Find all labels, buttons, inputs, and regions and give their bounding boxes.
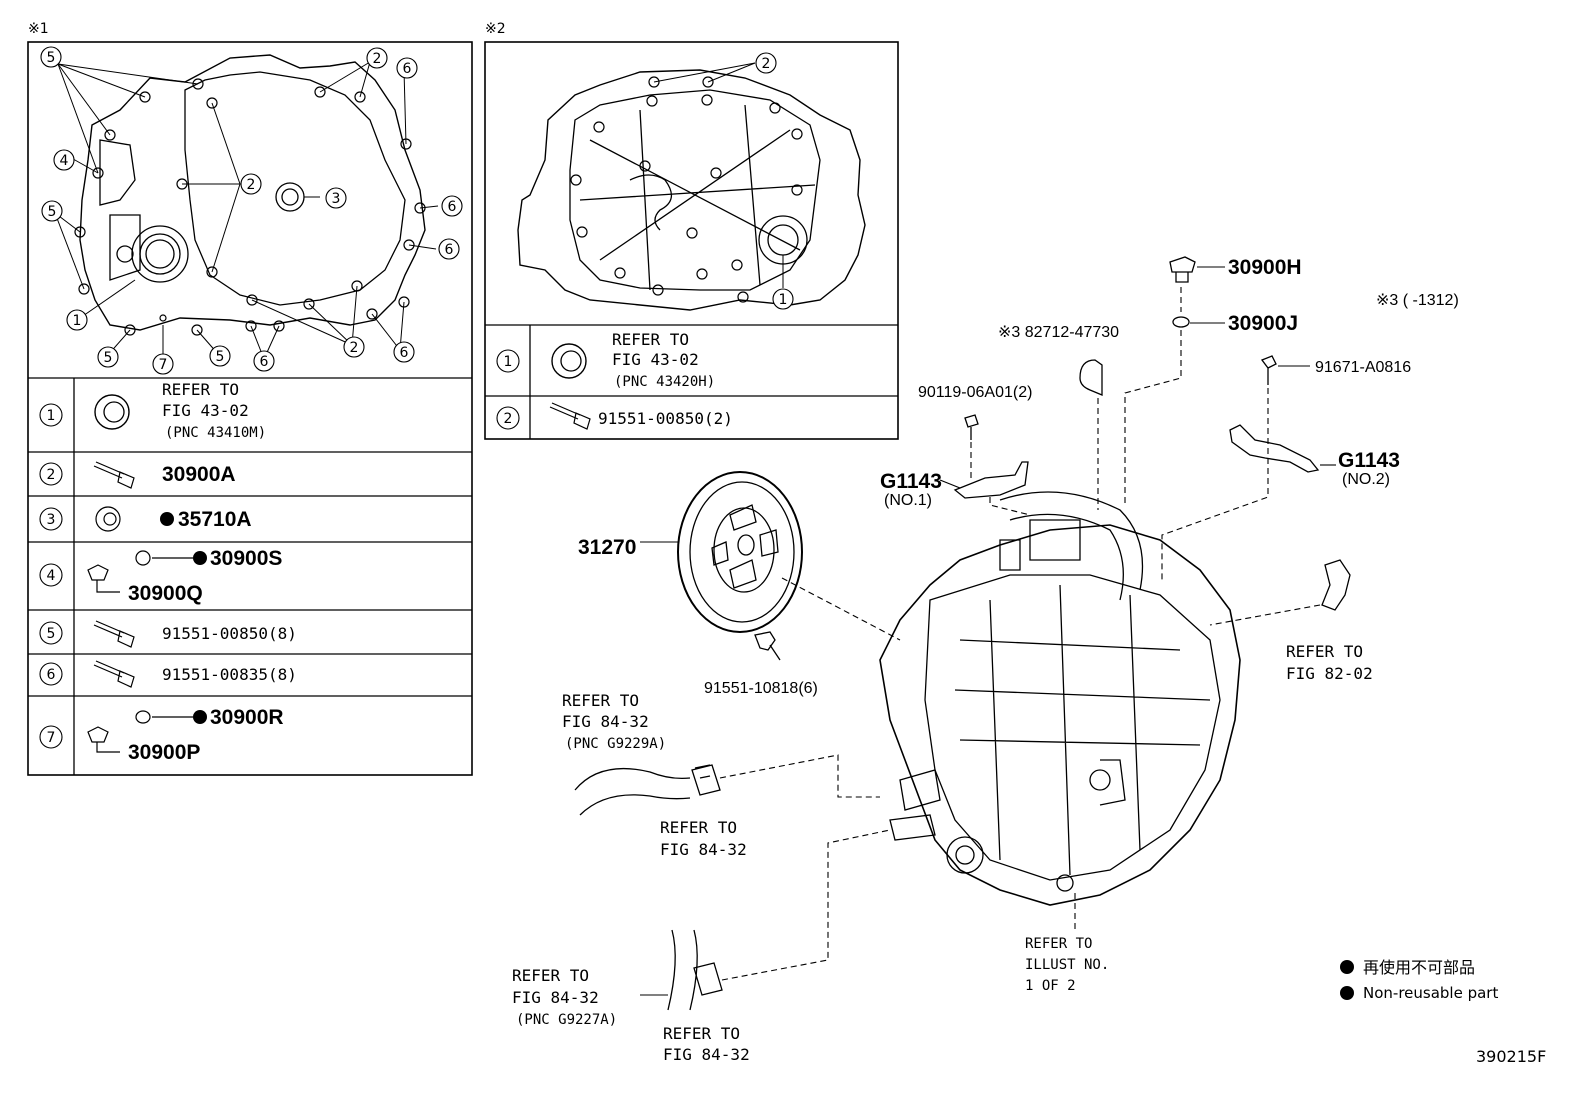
callout-1-14: 6 bbox=[260, 354, 269, 370]
callout-1-8: 5 bbox=[48, 204, 57, 220]
refer-fig-84-32-mid-b: FIG 84-32 bbox=[660, 840, 747, 859]
part-30900A: 30900A bbox=[162, 463, 236, 486]
part-91671-A0816: 91671-A0816 bbox=[1315, 359, 1411, 376]
callout-1-15: 2 bbox=[350, 340, 359, 356]
callout-1-3: 6 bbox=[403, 61, 412, 77]
hose-upper bbox=[574, 764, 721, 816]
refer-illust-a: REFER TO bbox=[1025, 936, 1092, 952]
callout-2-1: 2 bbox=[762, 56, 771, 72]
refer-illust-c: 1 OF 2 bbox=[1025, 978, 1076, 994]
callout-2-2: 1 bbox=[779, 292, 788, 308]
bolt-91551-10818 bbox=[754, 631, 781, 661]
leader-lines bbox=[719, 287, 1321, 981]
table2-row-no: 2 bbox=[504, 411, 513, 427]
marker-1: ※1 bbox=[28, 21, 49, 37]
callout-1-12: 7 bbox=[159, 357, 168, 373]
callout-1-10: 1 bbox=[73, 313, 82, 329]
refer-fig-84-32-bot-b: FIG 84-32 bbox=[512, 988, 599, 1007]
table1-row-no: 6 bbox=[47, 667, 56, 683]
legend-dot bbox=[1340, 986, 1354, 1000]
solid-leaders bbox=[640, 266, 1336, 996]
table2-row-no: 1 bbox=[504, 354, 513, 370]
table1-row-no: 1 bbox=[47, 408, 56, 424]
table1-row-no: 4 bbox=[47, 568, 56, 584]
part-91551-00835: 91551-00835(8) bbox=[162, 665, 297, 684]
case-diagram-1: 5 2 6 4 2 3 6 5 6 1 5 7 5 6 2 6 1 2 3 4 bbox=[27, 41, 473, 776]
callout-1-13: 5 bbox=[216, 349, 225, 365]
legend: 再使用不可部品 Non-reusable part bbox=[1340, 958, 1498, 1002]
table1-row-no: 3 bbox=[47, 512, 56, 528]
refer-fig-82-02-a: REFER TO bbox=[1286, 642, 1363, 661]
part-90119-06A01: 90119-06A01(2) bbox=[918, 384, 1032, 401]
refer-fig-84-32-top-c: (PNC G9229A) bbox=[565, 736, 666, 752]
marker-2: ※2 bbox=[485, 21, 506, 37]
table1-fig: FIG 43-02 bbox=[162, 401, 249, 420]
table1-row-no: 2 bbox=[47, 467, 56, 483]
table1-row-no: 5 bbox=[47, 626, 56, 642]
part-91551-00850: 91551-00850(8) bbox=[162, 624, 297, 643]
case-diagram-2: 2 1 1 2 REFER TO FIG 43-02 (PNC 43420H) … bbox=[484, 41, 899, 440]
table2-pnc: (PNC 43420H) bbox=[614, 374, 715, 390]
refer-fig-84-32-top-a: REFER TO bbox=[562, 691, 639, 710]
table2-refer: REFER TO bbox=[612, 330, 689, 349]
refer-fig-84-32-low-a: REFER TO bbox=[663, 1024, 740, 1043]
refer-illust-b: ILLUST NO. bbox=[1025, 957, 1109, 973]
part-82712-47730: ※3 82712-47730 bbox=[998, 324, 1119, 341]
callout-1-9: 6 bbox=[445, 242, 454, 258]
callout-1-6: 3 bbox=[332, 191, 341, 207]
part-91551-10818: 91551-10818(6) bbox=[704, 680, 818, 697]
part-G1143-no1: G1143 bbox=[880, 470, 942, 493]
part-G1143-no1-sub: (NO.1) bbox=[884, 492, 932, 509]
legend-dot bbox=[1340, 960, 1354, 974]
transaxle-assembly bbox=[879, 491, 1241, 906]
clutch-disc-31270 bbox=[677, 471, 803, 633]
part-91551-00850-2: 91551-00850(2) bbox=[598, 409, 733, 428]
callout-1-7: 6 bbox=[448, 199, 457, 215]
table1-pnc: (PNC 43410M) bbox=[165, 425, 266, 441]
callout-1-4: 4 bbox=[60, 153, 69, 169]
legend-en: Non-reusable part bbox=[1363, 984, 1498, 1002]
legend-jp: 再使用不可部品 bbox=[1363, 958, 1475, 977]
table2-fig: FIG 43-02 bbox=[612, 350, 699, 369]
refer-fig-82-02-b: FIG 82-02 bbox=[1286, 664, 1373, 683]
sensor-part bbox=[1321, 559, 1351, 611]
hose-lower bbox=[667, 929, 723, 1011]
note-3: ※3 ( -1312) bbox=[1376, 292, 1459, 309]
part-31270: 31270 bbox=[578, 536, 636, 559]
part-30900S: 30900S bbox=[210, 547, 282, 570]
refer-fig-84-32-mid-a: REFER TO bbox=[660, 818, 737, 837]
callout-1-5: 2 bbox=[247, 177, 256, 193]
refer-fig-84-32-low-b: FIG 84-32 bbox=[663, 1045, 750, 1064]
part-30900Q: 30900Q bbox=[128, 582, 203, 605]
bolt-91671 bbox=[1260, 355, 1277, 385]
figure-id: 390215F bbox=[1476, 1047, 1546, 1066]
refer-fig-84-32-bot-c: (PNC G9227A) bbox=[516, 1012, 617, 1028]
table1-refer: REFER TO bbox=[162, 380, 239, 399]
clip-82712 bbox=[1079, 359, 1103, 396]
refer-fig-84-32-bot-a: REFER TO bbox=[512, 966, 589, 985]
part-G1143-no2-sub: (NO.2) bbox=[1342, 471, 1390, 488]
part-35710A: 35710A bbox=[178, 508, 252, 531]
bolt-90119 bbox=[964, 414, 979, 440]
refer-fig-84-32-top-b: FIG 84-32 bbox=[562, 712, 649, 731]
callout-1-11: 5 bbox=[104, 350, 113, 366]
part-30900R: 30900R bbox=[210, 706, 284, 729]
bracket-no1 bbox=[953, 461, 1029, 499]
part-30900P: 30900P bbox=[128, 741, 200, 764]
callout-1-2: 2 bbox=[373, 51, 382, 67]
washer-30900J bbox=[1172, 316, 1190, 328]
plug-30900H bbox=[1169, 256, 1196, 283]
part-G1143-no2: G1143 bbox=[1338, 449, 1400, 472]
callout-1-1: 5 bbox=[47, 50, 56, 66]
table1-row-no: 7 bbox=[47, 730, 56, 746]
part-30900J: 30900J bbox=[1228, 312, 1298, 335]
part-30900H: 30900H bbox=[1228, 256, 1302, 279]
callout-1-16: 6 bbox=[400, 345, 409, 361]
bracket-no2 bbox=[1229, 424, 1320, 473]
